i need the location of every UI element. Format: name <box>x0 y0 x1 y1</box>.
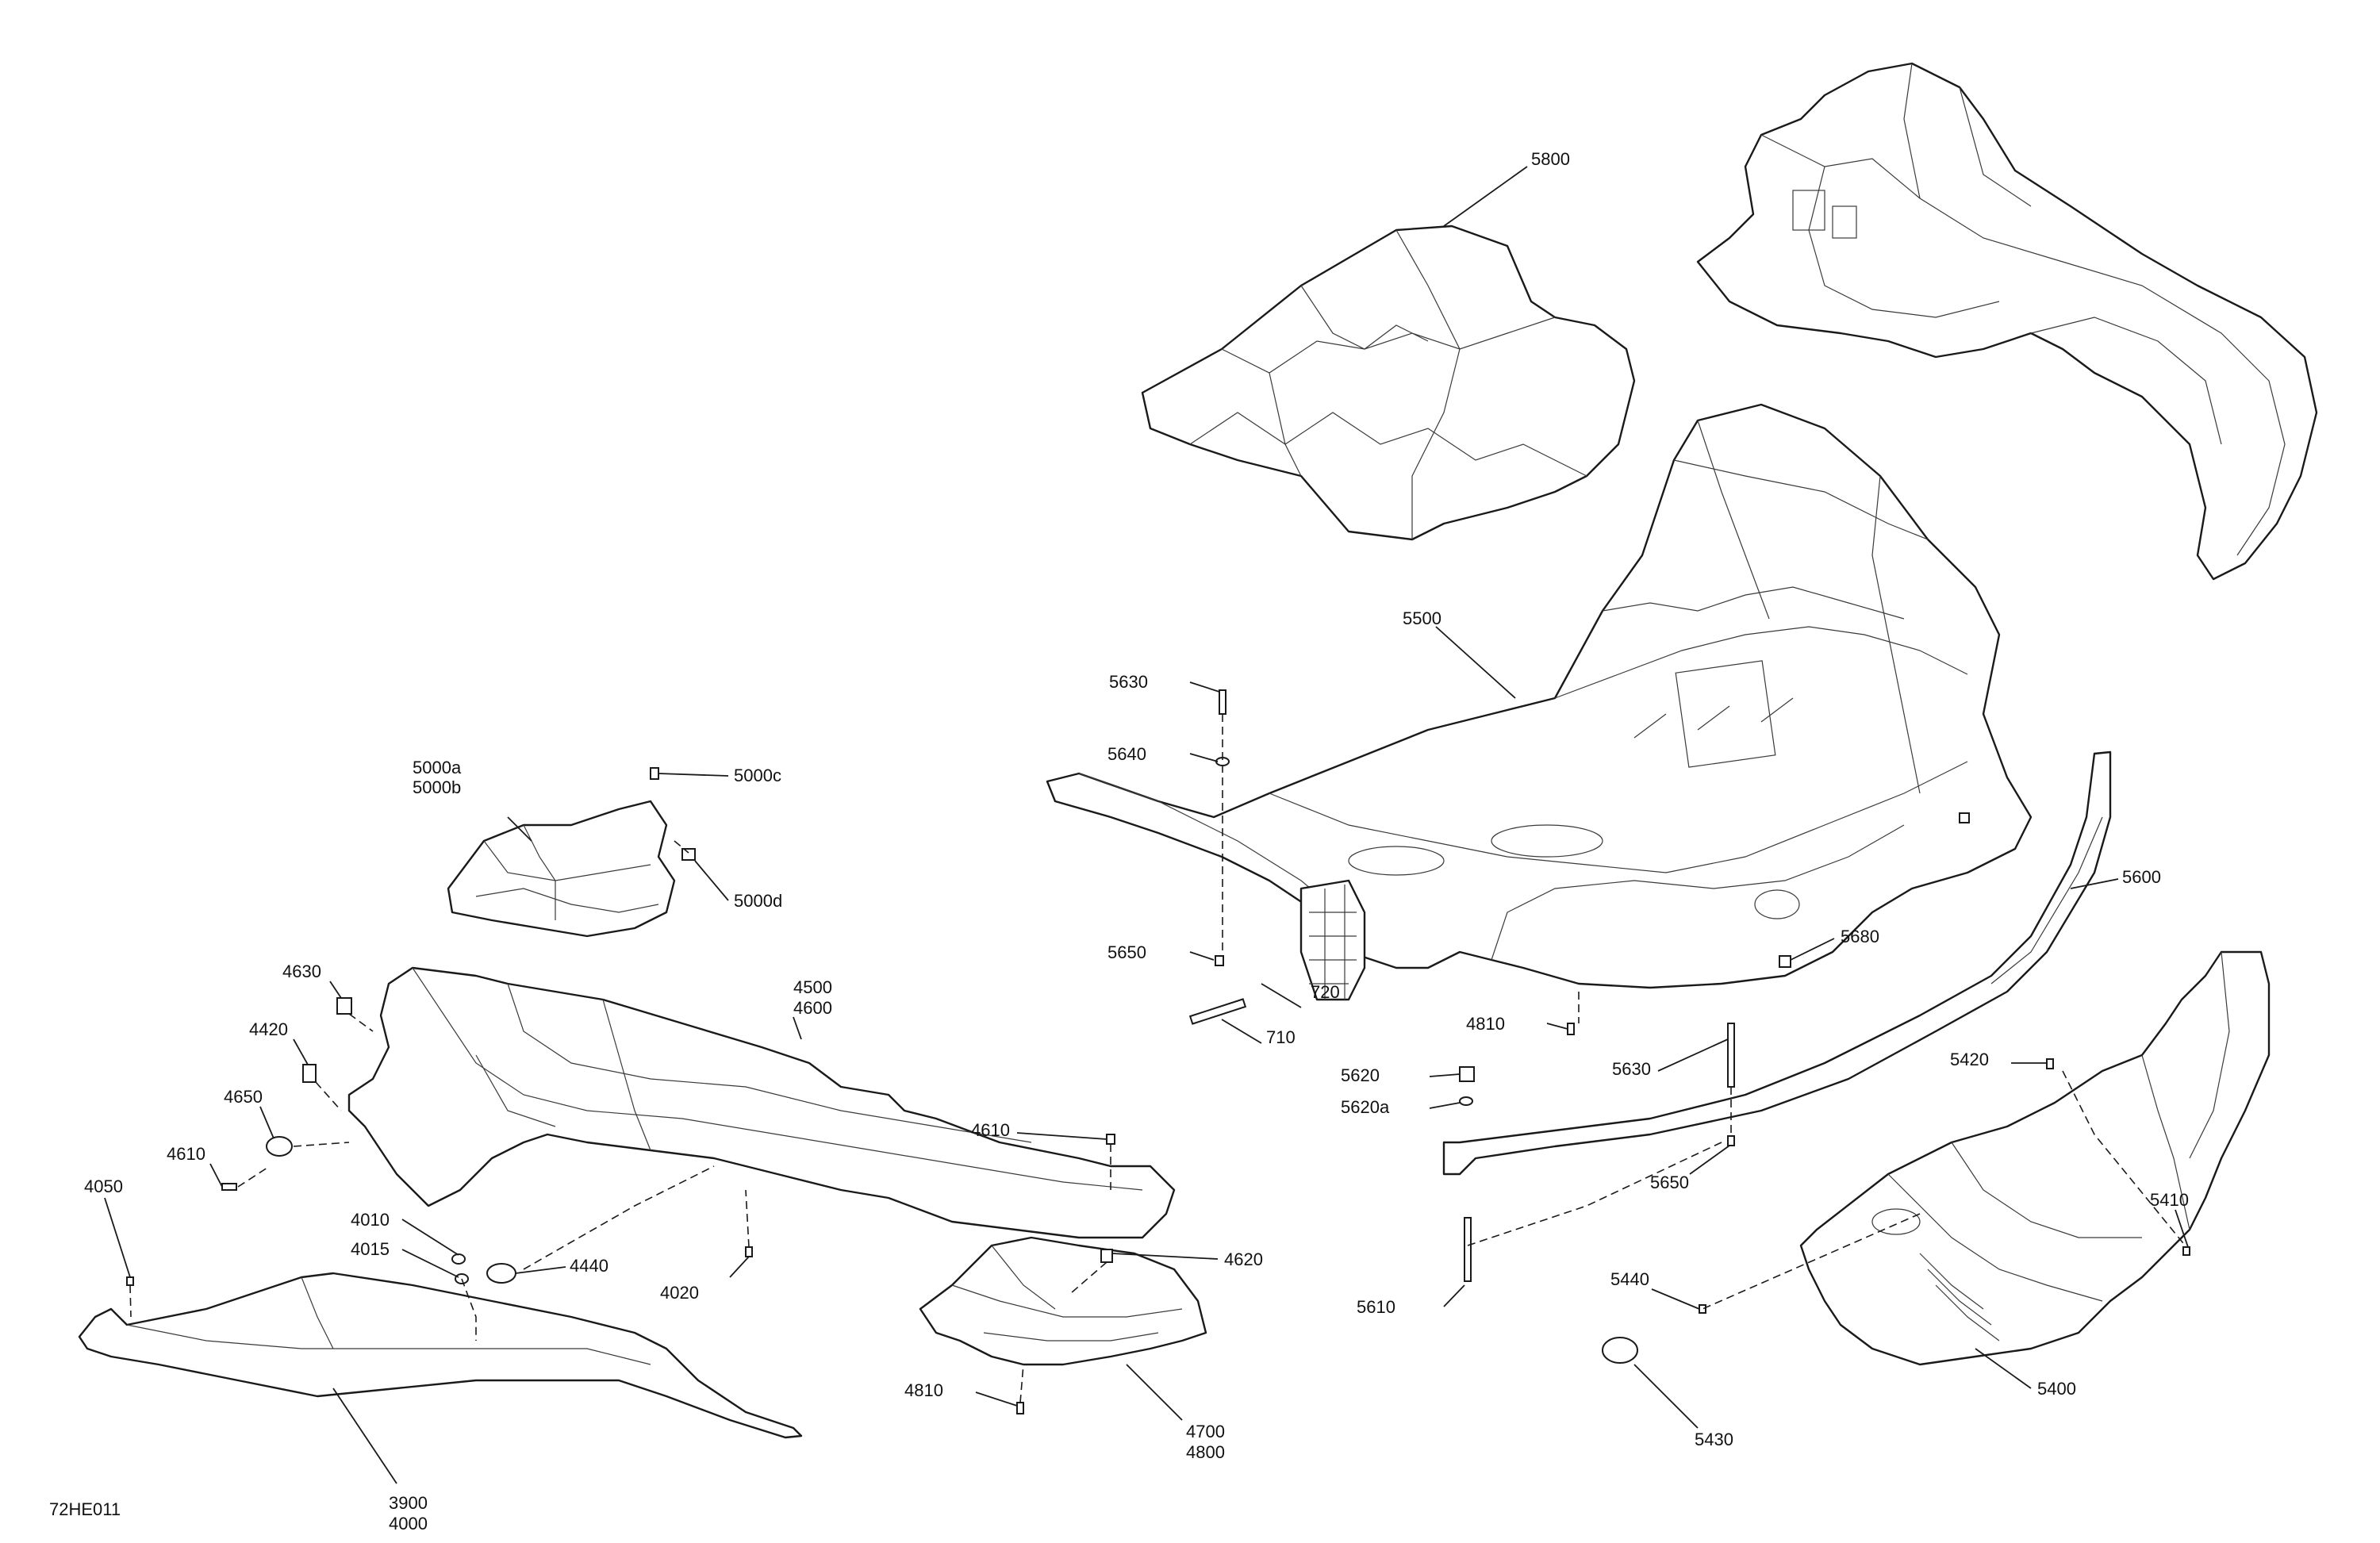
callout-5400: 5400 <box>2037 1379 2076 1399</box>
callout-4810: 4810 <box>904 1380 943 1400</box>
callout-4700: 4700 <box>1186 1422 1225 1441</box>
callout-5000a: 5000a <box>413 758 462 777</box>
side-panel-part <box>347 966 1176 1239</box>
callout-4015: 4015 <box>351 1239 390 1259</box>
washer-5620a <box>1459 1096 1473 1106</box>
front-fender-part <box>1799 950 2271 1366</box>
side-cover-part <box>447 800 676 938</box>
pin-5650 <box>1215 955 1224 966</box>
rivet-4610 <box>1106 1134 1115 1145</box>
footrest-panel-part <box>919 1236 1207 1366</box>
callout-4610: 4610 <box>971 1120 1010 1140</box>
callout-4050: 4050 <box>84 1176 123 1196</box>
callout-5680: 5680 <box>1841 927 1879 946</box>
callout-720: 720 <box>1311 982 1340 1002</box>
callout-5640: 5640 <box>1107 744 1146 764</box>
callout-4440: 4440 <box>570 1256 608 1276</box>
bolt-5610 <box>1464 1217 1472 1282</box>
callout-5000b: 5000b <box>413 777 461 797</box>
callout-5420: 5420 <box>1950 1050 1989 1069</box>
nut-4420 <box>302 1064 317 1083</box>
washer-4010 <box>451 1253 466 1265</box>
callout-5440: 5440 <box>1610 1269 1649 1289</box>
clip-5420 <box>2046 1058 2054 1069</box>
side-rail-part <box>1442 750 2112 1176</box>
callout-5610: 5610 <box>1357 1297 1395 1317</box>
diagram-reference-code: 72HE011 <box>49 1499 121 1519</box>
nut-5620 <box>1459 1066 1475 1082</box>
callout-5620a: 5620a <box>1341 1097 1390 1117</box>
callout-4500: 4500 <box>793 977 832 997</box>
callout-5430: 5430 <box>1695 1430 1733 1449</box>
callout-5000c: 5000c <box>734 766 781 785</box>
bolt-710 <box>1188 998 1247 1025</box>
callout-5000d: 5000d <box>734 891 782 911</box>
callout-710: 710 <box>1266 1027 1296 1047</box>
lower-rocker-part <box>78 1272 803 1439</box>
leader-lines <box>104 166 2189 1484</box>
callout-4620: 4620 <box>1224 1249 1263 1269</box>
clip-4630 <box>336 997 352 1015</box>
callout-4000: 4000 <box>389 1514 428 1533</box>
callout-4610: 4610 <box>167 1144 205 1164</box>
callout-3900: 3900 <box>389 1493 428 1513</box>
callout-4020: 4020 <box>660 1283 699 1303</box>
clip-5280 <box>1959 812 1970 823</box>
rivet-4810 <box>1016 1402 1024 1414</box>
callout-4600: 4600 <box>793 998 832 1018</box>
callout-5600: 5600 <box>2122 867 2161 887</box>
clip-4810 <box>1567 1023 1575 1035</box>
hardware-parts <box>126 689 2190 1414</box>
callout-5650: 5650 <box>1650 1173 1689 1192</box>
clip-5410 <box>2182 1246 2190 1256</box>
clip-4620 <box>1100 1249 1113 1263</box>
cap-5430 <box>1602 1337 1638 1364</box>
fastener-5000d <box>681 848 696 861</box>
screw-4610 <box>221 1183 237 1191</box>
callout-4800: 4800 <box>1186 1442 1225 1462</box>
assembly-lines <box>129 714 2187 1403</box>
callout-5630: 5630 <box>1612 1059 1651 1079</box>
clip-5440 <box>1699 1304 1706 1314</box>
pad-4440 <box>486 1263 516 1284</box>
rear-fender-part <box>1696 62 2318 581</box>
pin-5630 <box>1219 689 1226 715</box>
callout-5800: 5800 <box>1531 149 1570 169</box>
callout-5410: 5410 <box>2150 1190 2189 1210</box>
pin-5650b <box>1727 1135 1735 1146</box>
callout-4650: 4650 <box>224 1087 263 1107</box>
clip-4050 <box>126 1276 134 1286</box>
callout-4630: 4630 <box>282 961 321 981</box>
callout-5620: 5620 <box>1341 1065 1380 1085</box>
seat-base-part <box>1141 225 1636 541</box>
support-bracket-part <box>1299 879 1366 1001</box>
clip-5680 <box>1779 955 1791 968</box>
callout-4810: 4810 <box>1466 1014 1505 1034</box>
grommet-4650 <box>266 1136 293 1157</box>
pin-4020 <box>745 1246 753 1257</box>
callout-5630: 5630 <box>1109 672 1148 692</box>
callout-4420: 4420 <box>249 1019 288 1039</box>
screw-5000c <box>650 767 659 780</box>
callout-4010: 4010 <box>351 1210 390 1230</box>
callout-labels: 5800 5500 5630 5640 5650 720 710 4810 56… <box>84 149 2189 1533</box>
bolt-5630b <box>1727 1023 1735 1088</box>
callout-5500: 5500 <box>1403 608 1441 628</box>
callout-5650: 5650 <box>1107 942 1146 962</box>
